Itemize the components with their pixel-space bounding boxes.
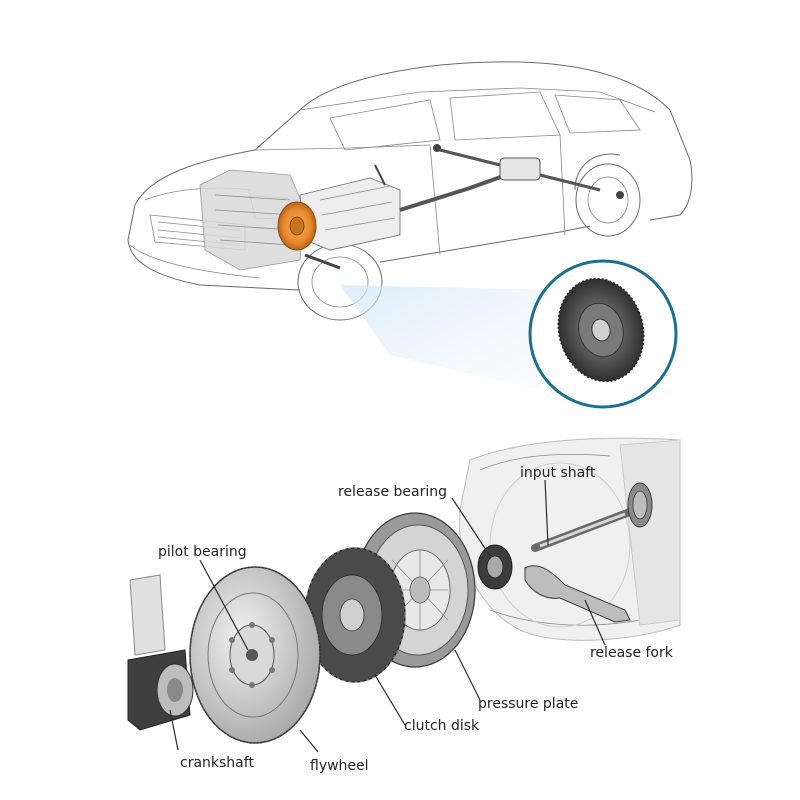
leader-lines xyxy=(169,479,606,753)
leader-pilot-bearing xyxy=(199,559,249,651)
label-crankshaft: crankshaft xyxy=(180,755,254,771)
leader-input-shaft xyxy=(544,479,549,546)
leader-release-bearing xyxy=(451,497,491,557)
flywheel xyxy=(189,566,321,744)
highlight-beam xyxy=(340,285,560,390)
release-fork xyxy=(524,565,631,623)
label-pressure-plate: pressure plate xyxy=(478,696,578,712)
label-pilot-bearing: pilot bearing xyxy=(158,544,247,560)
car-illustration xyxy=(127,61,693,321)
exploded-diagram xyxy=(127,437,681,744)
clutch-disk-inset xyxy=(528,259,678,409)
leader-flywheel xyxy=(299,729,319,753)
crankshaft xyxy=(127,574,194,731)
label-flywheel: flywheel xyxy=(310,758,369,774)
label-release-fork: release fork xyxy=(590,645,674,661)
leader-crankshaft xyxy=(169,709,179,751)
label-clutch-disk: clutch disk xyxy=(404,718,480,734)
leader-release-fork xyxy=(584,599,606,646)
release-bearing xyxy=(477,544,513,590)
label-release-bearing: release bearing xyxy=(338,484,447,500)
input-shaft xyxy=(531,482,653,552)
label-input-shaft: input shaft xyxy=(520,465,596,481)
leader-pressure-plate xyxy=(454,649,481,701)
clutch-disk xyxy=(304,547,406,683)
leader-clutch-disk xyxy=(374,674,406,726)
labels: input shaft release bearing pilot bearin… xyxy=(158,465,674,774)
